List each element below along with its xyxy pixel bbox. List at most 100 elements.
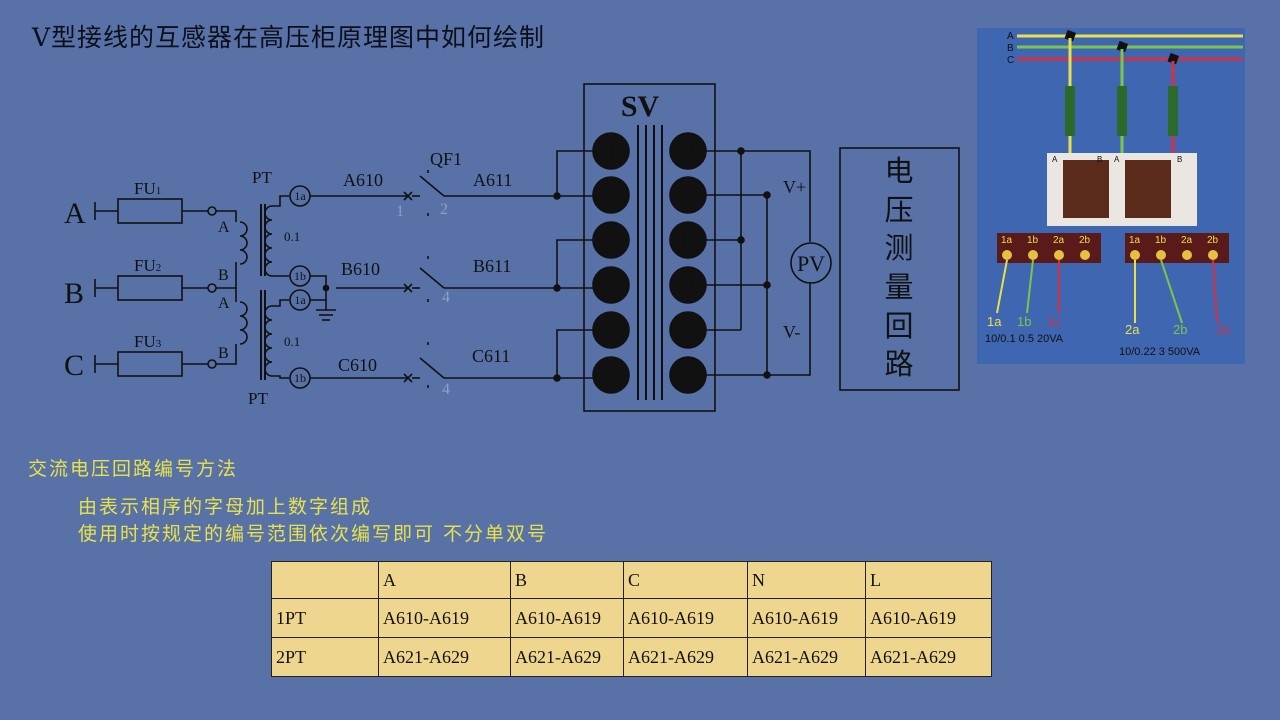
switch-terminal-6: 6 xyxy=(681,226,695,257)
notes-line-2: 使用时按规定的编号范围依次编写即可 不分单双号 xyxy=(78,523,549,545)
terminal-left-1b: 1b xyxy=(1027,235,1039,246)
pt-top-label-a1: A xyxy=(1052,155,1058,164)
wire-1c: 1c xyxy=(1047,314,1061,329)
breaker-contact-4b: 4 xyxy=(442,381,450,398)
svg-text:FU3: FU3 xyxy=(134,332,162,351)
switch-terminal-7: 7 xyxy=(604,271,618,302)
terminal-left-2b: 2b xyxy=(1079,235,1091,246)
switch-terminal-9: 9 xyxy=(604,316,618,347)
voltmeter-label: PV xyxy=(797,251,825,276)
table-cell: A610-A619 xyxy=(623,598,748,638)
circuit-char-1: 电 xyxy=(884,154,913,188)
pt1-label: PT xyxy=(252,168,272,187)
pt-wiring-illustration: A B C A B A B 1a 1b 2a 2b 1a 1b 2a xyxy=(977,28,1245,364)
voltmeter-pv xyxy=(790,242,832,284)
table-header-cell xyxy=(271,561,379,599)
table-header-row: A B C N L xyxy=(271,561,992,599)
breaker-label: QF1 xyxy=(430,149,462,169)
bus-label-c: C xyxy=(1007,55,1014,66)
svg-text:FU2: FU2 xyxy=(134,256,161,275)
wire-2c: 2c xyxy=(1217,322,1231,337)
circuit-char-6: 路 xyxy=(884,347,913,381)
switch-terminal-10: 10 xyxy=(676,320,700,346)
pt-top-label-a2: A xyxy=(1114,155,1120,164)
wire-1a: 1a xyxy=(987,314,1002,329)
page-title: V型接线的互感器在高压柜原理图中如何绘制 xyxy=(32,23,546,52)
pt2-winding-b: B xyxy=(218,345,229,362)
breaker-contact-1: 1 xyxy=(396,203,404,220)
phase-label-c: C xyxy=(64,349,84,382)
numbering-table: A B C N L 1PT A610-A619 A610-A619 A610-A… xyxy=(271,561,992,677)
pt1-primary-coil xyxy=(239,221,248,265)
table-cell: A610-A619 xyxy=(510,598,624,638)
switch-terminal-5: 5 xyxy=(604,226,618,257)
table-cell: A621-A629 xyxy=(378,637,511,677)
pt-terminal-1a-top: 1a xyxy=(294,189,306,203)
switch-terminal-12: 12 xyxy=(676,365,700,391)
fuse-label-2: FU xyxy=(134,256,156,275)
switch-sv-box xyxy=(583,83,716,412)
table-row: 2PT A621-A629 A621-A629 A621-A629 A621-A… xyxy=(271,637,992,677)
table-cell: 1PT xyxy=(271,598,379,638)
circuit-char-4: 量 xyxy=(884,270,913,304)
measuring-circuit-box xyxy=(839,147,960,391)
pt1-ratio: 0.1 xyxy=(284,229,300,244)
wire-1b: 1b xyxy=(1017,314,1031,329)
v-plus-label: V+ xyxy=(783,177,806,197)
wire-2a: 2a xyxy=(1125,322,1140,337)
switch-terminal-1: 1 xyxy=(604,137,618,168)
pt2-label: PT xyxy=(248,389,268,408)
svg-text:FU1: FU1 xyxy=(134,179,161,198)
switch-terminal-2: 2 xyxy=(681,137,695,168)
table-cell: A621-A629 xyxy=(747,637,866,677)
circuit-char-2: 压 xyxy=(884,193,913,227)
terminal-left-1a: 1a xyxy=(1001,235,1013,246)
bus-label-b: B xyxy=(1007,43,1014,54)
wire-label-a610: A610 xyxy=(343,170,383,190)
pt-terminal-1b-bottom: 1b xyxy=(294,371,306,385)
phase-label-b: B xyxy=(64,277,84,310)
fuse-label-1: FU xyxy=(134,179,156,198)
notes-heading: 交流电压回路编号方法 xyxy=(28,458,239,480)
table-header-cell: N xyxy=(747,561,866,599)
table-header-cell: B xyxy=(510,561,624,599)
table-header-cell: L xyxy=(865,561,992,599)
terminal-right-1b: 1b xyxy=(1155,235,1167,246)
switch-sv-label: SV xyxy=(621,90,660,123)
fuse-label-3: FU xyxy=(134,332,156,351)
bus-label-a: A xyxy=(1007,31,1014,42)
table-cell: A621-A629 xyxy=(510,637,624,677)
table-row: 1PT A610-A619 A610-A619 A610-A619 A610-A… xyxy=(271,598,992,638)
phase-label-a: A xyxy=(64,197,86,230)
fuse-c: FU3 xyxy=(94,332,217,377)
wire-label-b611: B611 xyxy=(473,256,511,276)
pt-terminal-1a-bottom: 1a xyxy=(294,293,306,307)
terminal-right-2a: 2a xyxy=(1181,235,1193,246)
switch-terminal-11: 11 xyxy=(599,365,622,391)
table-cell: A610-A619 xyxy=(378,598,511,638)
table-cell: A621-A629 xyxy=(623,637,748,677)
breaker-contact-2: 2 xyxy=(440,201,448,218)
wire-label-a611: A611 xyxy=(473,170,512,190)
breaker-contact-4a: 4 xyxy=(442,289,450,306)
pt1-secondary-coil xyxy=(264,205,273,277)
pt-top-label-b1: B xyxy=(1097,155,1102,164)
terminal-right-2b: 2b xyxy=(1207,235,1219,246)
wire-label-b610: B610 xyxy=(341,259,380,279)
table-cell: A610-A619 xyxy=(747,598,866,638)
pt1-winding-a: A xyxy=(218,219,230,236)
circuit-char-5: 回 xyxy=(884,309,913,343)
notes-line-1: 由表示相序的字母加上数字组成 xyxy=(78,496,373,518)
pt2-winding-a: A xyxy=(218,295,230,312)
breaker-qf1 xyxy=(403,170,557,390)
wire-2b: 2b xyxy=(1173,322,1187,337)
pt-terminal-1b-top: 1b xyxy=(294,269,306,283)
fuse-sub-1: 1 xyxy=(156,185,162,197)
pt2-ratio: 0.1 xyxy=(284,334,300,349)
pt2-primary-coil xyxy=(239,301,248,345)
circuit-char-3: 测 xyxy=(884,231,913,265)
v-minus-label: V- xyxy=(783,322,800,342)
switch-terminal-8: 8 xyxy=(681,271,695,302)
terminal-left-2a: 2a xyxy=(1053,235,1065,246)
